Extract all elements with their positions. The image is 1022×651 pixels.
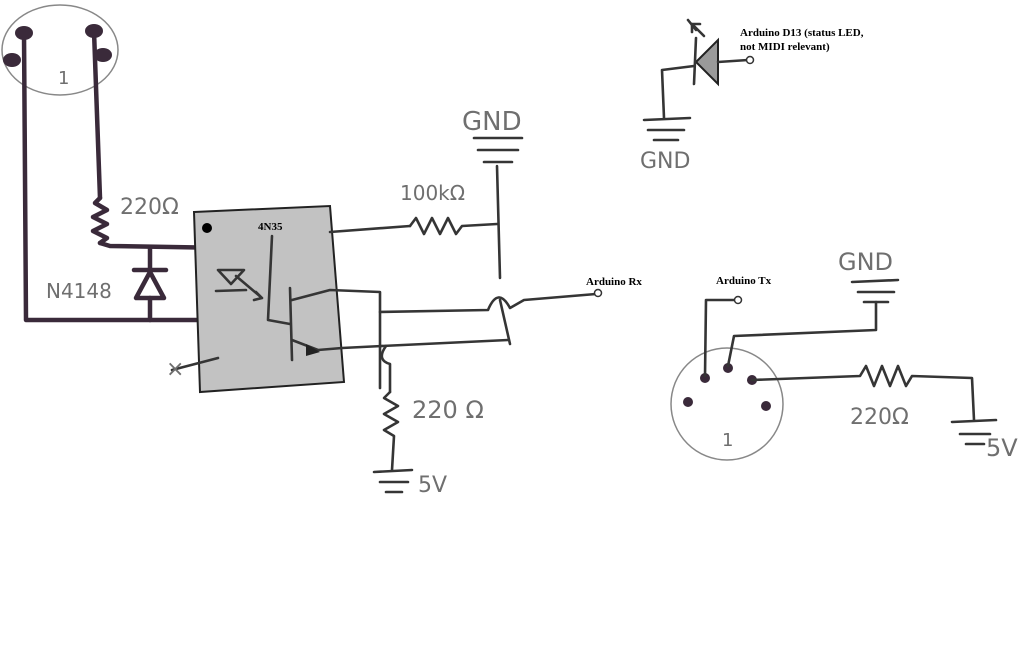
midi-out-din-connector: 1 bbox=[670, 347, 784, 461]
vcc-symbol-out bbox=[950, 418, 998, 446]
status-led-anode-lead bbox=[716, 58, 750, 64]
status-led-triangle bbox=[694, 37, 719, 87]
internal-led-emission-arrow bbox=[234, 274, 264, 302]
nc-pin-lead bbox=[170, 356, 220, 372]
arduino-rx-label: Arduino Rx bbox=[586, 276, 642, 288]
phototransistor-emitter bbox=[290, 338, 384, 352]
vcc-input-label: 5V bbox=[418, 473, 447, 498]
emitter-resistor-symbol bbox=[382, 390, 400, 472]
d13-terminal bbox=[745, 55, 755, 65]
protection-diode: N4148 bbox=[46, 245, 169, 323]
chip-base-lead bbox=[266, 234, 292, 326]
input-resistor-symbol bbox=[90, 195, 110, 246]
din-out-pin-dot bbox=[700, 373, 710, 383]
nc-mark: × bbox=[166, 357, 184, 382]
gnd-vertical-wire bbox=[495, 164, 502, 280]
gnd-symbol-top bbox=[472, 136, 524, 164]
internal-led-bar bbox=[214, 288, 248, 293]
gnd-symbol-out bbox=[850, 278, 900, 304]
output-resistor-wire bbox=[750, 364, 976, 422]
status-led-gnd-wire bbox=[660, 64, 696, 120]
pin1-dot bbox=[202, 223, 212, 233]
din-out-gnd-wire bbox=[726, 300, 878, 368]
diode-triangle bbox=[133, 269, 167, 301]
arduino-d13-label-line2: not MIDI relevant) bbox=[740, 41, 830, 53]
emitter-arrow bbox=[306, 344, 320, 356]
status-led-cathode-bar bbox=[692, 36, 698, 86]
gnd-out-label: GND bbox=[838, 248, 893, 276]
gnd-symbol-led bbox=[642, 116, 692, 142]
status-led: GND Arduino D13 (status LED, not MIDI re… bbox=[640, 18, 864, 174]
din-out-pin-dot bbox=[683, 397, 693, 407]
diode-label: N4148 bbox=[46, 279, 112, 303]
gnd-lower-wire bbox=[498, 298, 512, 346]
din-in-outline bbox=[1, 4, 119, 96]
arduino-tx-label: Arduino Tx bbox=[716, 275, 772, 287]
chip-label: 4N35 bbox=[258, 221, 283, 233]
din-out-pin-label: 1 bbox=[722, 430, 733, 451]
output-resistor-label: 220Ω bbox=[850, 405, 909, 430]
chip-pin-to-pullup bbox=[328, 224, 412, 234]
tx-wire bbox=[703, 298, 738, 378]
arduino-d13-label-line1: Arduino D13 (status LED, bbox=[740, 27, 864, 39]
status-led-arrow-2 bbox=[686, 18, 698, 32]
emitter-to-gnd-wire bbox=[380, 338, 510, 348]
gnd-top-label: GND bbox=[462, 107, 522, 137]
gnd-led-label: GND bbox=[640, 149, 690, 174]
vcc-out-label: 5V bbox=[986, 434, 1018, 462]
din-out-outline bbox=[670, 347, 784, 461]
din-in-pin-label: 1 bbox=[58, 68, 69, 89]
din-in-signal-wire bbox=[91, 28, 103, 201]
vcc-symbol-input bbox=[372, 468, 414, 494]
rx-terminal bbox=[593, 288, 603, 298]
din-out-pin-dot bbox=[723, 363, 733, 373]
tx-terminal bbox=[733, 295, 743, 305]
pullup-resistor-symbol bbox=[408, 216, 499, 236]
midi-in-din-connector: 1 bbox=[1, 4, 119, 96]
pullup-resistor-label: 100kΩ bbox=[400, 181, 465, 205]
din-in-pin-dot bbox=[94, 48, 112, 62]
din-in-pin-dot bbox=[3, 53, 21, 67]
emitter-hop-wire bbox=[380, 344, 392, 394]
din-out-pin-dot bbox=[761, 401, 771, 411]
input-resistor-label: 220Ω bbox=[120, 195, 179, 220]
optocoupler-4n35: 4N35 × bbox=[166, 204, 412, 394]
phototransistor-collector bbox=[290, 288, 382, 390]
emitter-resistor-label: 220 Ω bbox=[412, 396, 484, 424]
output-to-rx-wire bbox=[378, 292, 598, 314]
